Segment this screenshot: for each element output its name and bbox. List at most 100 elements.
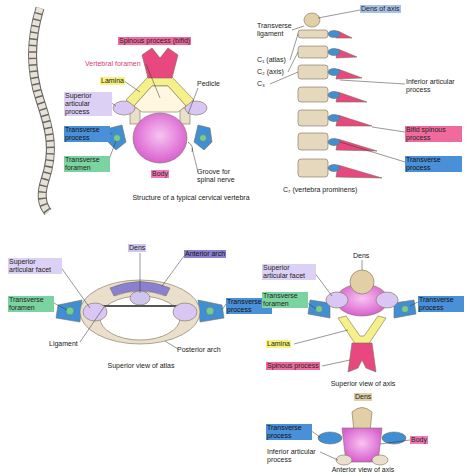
transverse-process: [318, 432, 342, 444]
vertebral-body: [133, 113, 187, 163]
transverse-process: [328, 69, 340, 76]
part-label: Lamina: [266, 340, 291, 348]
spinous-process: [336, 69, 362, 79]
leader-line: [314, 272, 332, 296]
transverse-foramen: [402, 306, 409, 313]
leader-line: [380, 440, 410, 444]
axis-superior: [308, 270, 416, 372]
figure-caption: Structure of a typical cervical vertebra: [90, 194, 292, 202]
transverse-process: [328, 139, 340, 146]
part-label: Transverse foramen: [64, 156, 110, 172]
leader-line: [340, 80, 405, 84]
part-label: Transverse foramen: [262, 292, 308, 308]
spinous-process: [336, 92, 367, 102]
vertebral-body: [298, 133, 328, 150]
vertebral-body: [298, 30, 328, 38]
part-label: Pedicle: [196, 80, 221, 88]
spine-vertebrae: [33, 8, 51, 212]
transverse-process: [328, 92, 340, 99]
leader-line: [320, 452, 338, 460]
leader-line: [372, 127, 405, 132]
part-label: Body: [410, 436, 428, 444]
vertebral-body: [298, 110, 328, 126]
vertebral-body: [298, 46, 328, 58]
leader-line: [124, 81, 140, 92]
part-label: Dens: [354, 393, 372, 401]
transverse-foramen: [114, 135, 121, 142]
part-label: Inferior articular process: [266, 448, 322, 464]
part-label: Bifid spinous process: [405, 126, 462, 142]
inferior-articular-process: [372, 455, 388, 465]
transverse-process: [108, 125, 126, 150]
vertebral-body: [298, 87, 328, 102]
leader-line: [288, 52, 298, 72]
articular-facet: [83, 303, 107, 321]
transverse-foramen: [206, 307, 214, 315]
leader-line: [290, 34, 298, 60]
part-label: Lamina: [100, 77, 125, 85]
axis-anterior: [318, 408, 406, 466]
leader-line: [362, 260, 363, 270]
part-label: Superior articular facet: [262, 264, 316, 280]
vertebral-body: [298, 159, 328, 177]
figure-caption: Superior view of axis: [300, 380, 426, 388]
part-label: Dens: [352, 252, 370, 260]
part-label: Transverse foramen: [8, 296, 54, 312]
part-label: Superior articular facet: [8, 258, 62, 274]
spinous-process: [336, 139, 377, 151]
leader-line: [188, 88, 198, 114]
dens-area: [130, 291, 150, 305]
part-label: Ligament: [48, 340, 79, 348]
leader-line: [340, 142, 405, 162]
ligament: [100, 305, 180, 307]
part-label: Spinous process (bifid): [118, 37, 191, 45]
part-label: Inferior articular process: [405, 78, 462, 94]
part-label: Anterior arch: [184, 250, 226, 258]
inferior-articular-process: [336, 455, 352, 465]
part-label: Transverse process: [64, 126, 110, 142]
transverse-foramen: [200, 135, 207, 142]
spine-overview: [33, 8, 51, 212]
dens: [304, 13, 320, 27]
transverse-process: [328, 115, 340, 122]
part-label: C₃: [256, 80, 266, 88]
spinous-process: [348, 343, 376, 372]
transverse-process: [194, 125, 212, 150]
transverse-process: [328, 49, 340, 56]
part-label: Transverse process: [266, 424, 312, 440]
articular-facet: [326, 292, 348, 308]
figure-caption: Anterior view of axis: [300, 466, 426, 474]
cervical-column: [298, 13, 382, 178]
spinal-nerve-groove: [188, 142, 193, 152]
part-label: C₇ (vertebra prominens): [282, 186, 358, 194]
part-label: C₂ (axis): [256, 68, 285, 76]
part-label: Dens: [128, 244, 146, 252]
transverse-process: [56, 300, 82, 322]
transverse-process: [328, 31, 340, 38]
part-label: Groove for spinal nerve: [196, 168, 248, 184]
transverse-process: [328, 165, 340, 172]
leader-line: [140, 253, 141, 293]
spinous-process: [142, 48, 178, 78]
spine-outline: [33, 8, 51, 212]
articular-facet: [173, 303, 197, 321]
leader-line: [165, 341, 178, 349]
leader-line: [162, 256, 184, 286]
leader-line: [294, 330, 348, 344]
leader-line: [292, 26, 304, 30]
part-label: Spinous process: [266, 362, 320, 370]
part-label: C₁ (atlas): [256, 56, 287, 64]
part-label: Transverse process: [405, 156, 462, 172]
vertebral-foramen: [134, 86, 186, 112]
articular-facet: [376, 292, 398, 308]
figure-caption: Superior view of atlas: [40, 362, 242, 370]
leader-line: [410, 302, 418, 306]
leader-line: [60, 266, 90, 308]
part-label: Dens of axis: [360, 5, 401, 13]
leader-line: [146, 64, 160, 98]
transverse-foramen: [316, 306, 323, 313]
part-label: Body: [151, 170, 169, 178]
leader-line: [318, 10, 360, 18]
